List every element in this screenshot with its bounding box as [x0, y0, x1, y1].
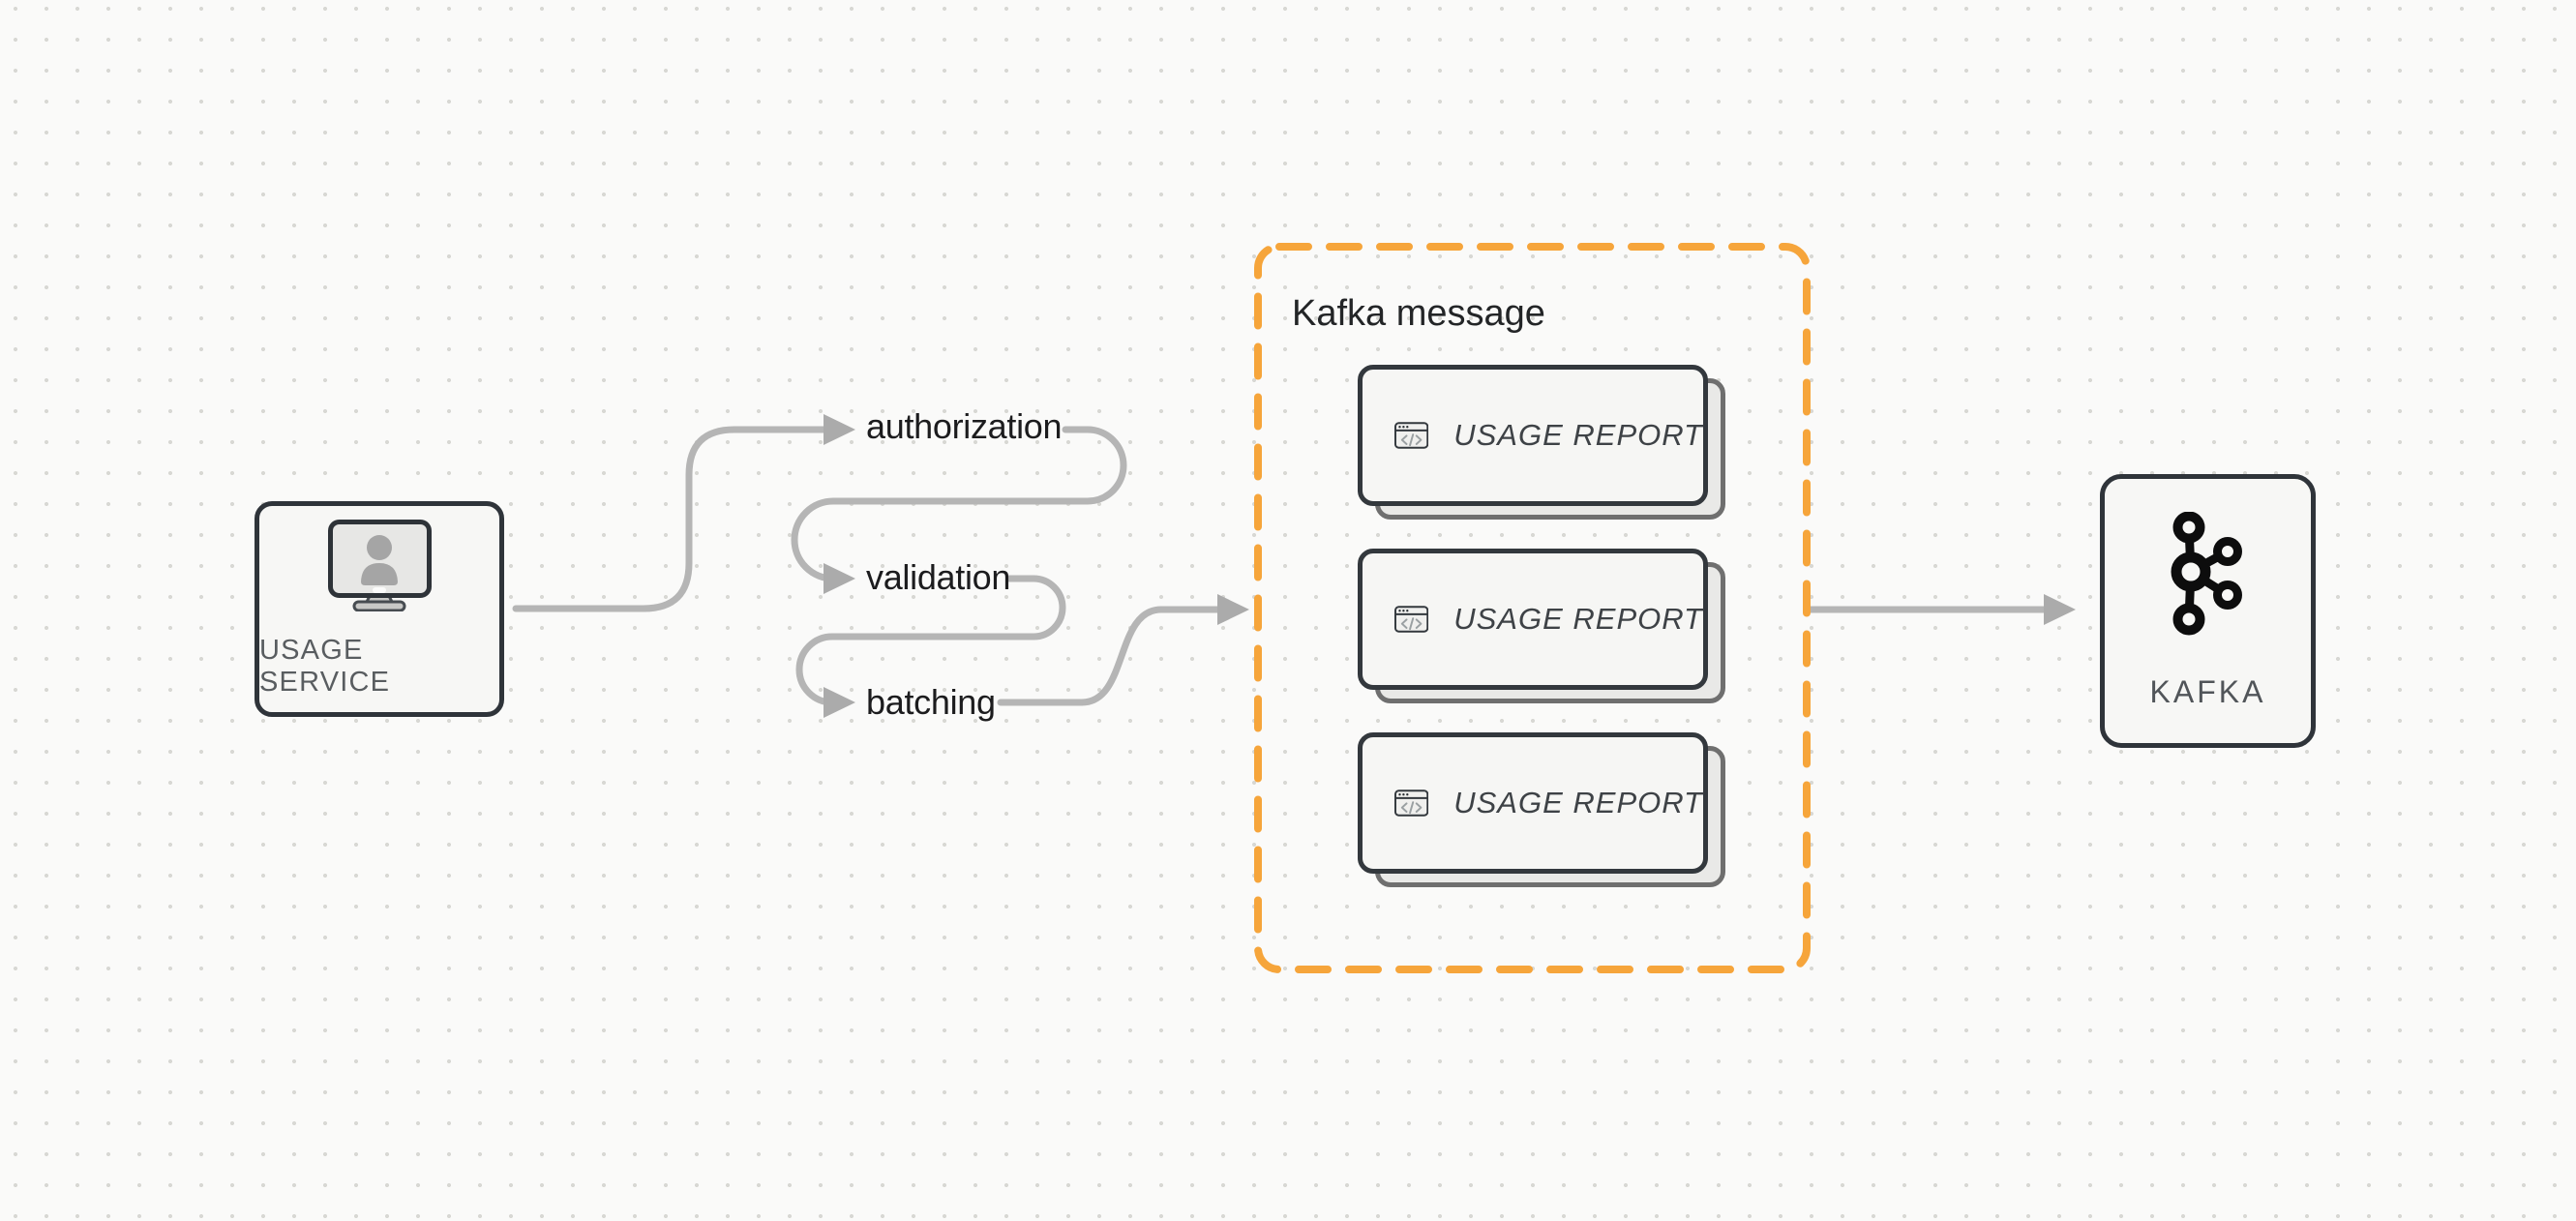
step-label-authorization: authorization [866, 406, 1063, 446]
arrowhead-validation [824, 563, 855, 594]
connector-usage-service-to-authorization [512, 414, 855, 612]
monitor-user-icon [327, 520, 432, 611]
usage-report-label: USAGE REPORT [1453, 418, 1703, 452]
usage-report-card: USAGE REPORT [1358, 549, 1725, 703]
code-window-icon [1394, 422, 1429, 449]
code-window-icon [1394, 606, 1429, 633]
kafka-label: KAFKA [2149, 674, 2266, 709]
connector-kafka-message-to-kafka [1805, 594, 2076, 625]
arrowhead-kafka-message [1217, 594, 1249, 625]
kafka-message-group-border [1254, 243, 1811, 973]
arrowhead-batching [824, 687, 855, 718]
connector-batching-to-kafka-message [997, 594, 1249, 706]
usage-report-label: USAGE REPORT [1453, 786, 1703, 819]
arrowhead-authorization [824, 414, 855, 445]
connector-validation-to-batching [795, 575, 1066, 718]
connector-authorization-to-validation [791, 426, 1127, 594]
code-window-icon [1394, 789, 1429, 817]
kafka-logo-icon [2171, 512, 2242, 636]
usage-report-card: USAGE REPORT [1358, 732, 1725, 887]
step-label-validation: validation [866, 557, 1011, 597]
usage-service-label: USAGE SERVICE [259, 635, 391, 698]
kafka-node: KAFKA [2100, 474, 2316, 748]
arrowhead-kafka [2044, 594, 2076, 625]
usage-report-card: USAGE REPORT [1358, 365, 1725, 520]
usage-service-node: USAGE SERVICE [255, 501, 504, 717]
usage-report-label: USAGE REPORT [1453, 602, 1703, 636]
kafka-message-title: Kafka message [1292, 293, 1545, 334]
step-label-batching: batching [866, 682, 996, 722]
